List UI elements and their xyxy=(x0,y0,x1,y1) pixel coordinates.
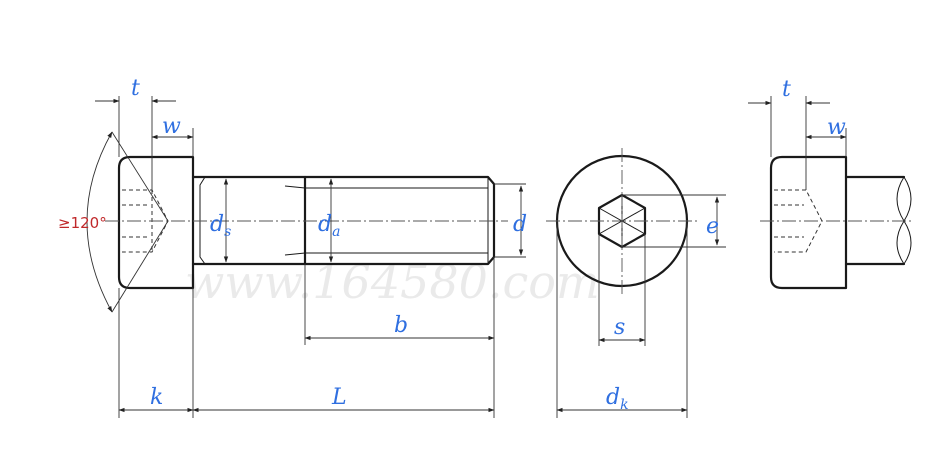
thread-runout-top xyxy=(284,185,306,189)
right-head-outline xyxy=(769,155,848,290)
da-label: da xyxy=(318,212,340,240)
t-right-label: t xyxy=(782,77,791,102)
ds-label: ds xyxy=(210,212,231,240)
screw-head-outline xyxy=(117,155,195,290)
d-label: d xyxy=(513,212,527,237)
s-label: s xyxy=(614,315,625,340)
end-view: e s dk xyxy=(546,148,726,418)
w-right-label: w xyxy=(827,115,846,140)
t-label: t xyxy=(131,76,140,101)
k-label: k xyxy=(150,385,163,410)
thread-runout-bottom xyxy=(284,252,306,256)
screw-shank-outline xyxy=(191,175,496,266)
angle-arc xyxy=(86,131,113,313)
right-shank-outline xyxy=(844,175,906,266)
angle-label: ≥120° xyxy=(58,214,107,232)
L-label: L xyxy=(331,385,347,410)
e-label: e xyxy=(706,214,719,239)
dk-label: dk xyxy=(606,385,629,413)
head-fillet xyxy=(199,176,206,265)
w-label: w xyxy=(162,114,181,139)
right-side-view: t w xyxy=(748,77,912,290)
b-label: b xyxy=(394,313,408,338)
side-view: ≥120° t w ds da d b k L xyxy=(58,76,527,418)
